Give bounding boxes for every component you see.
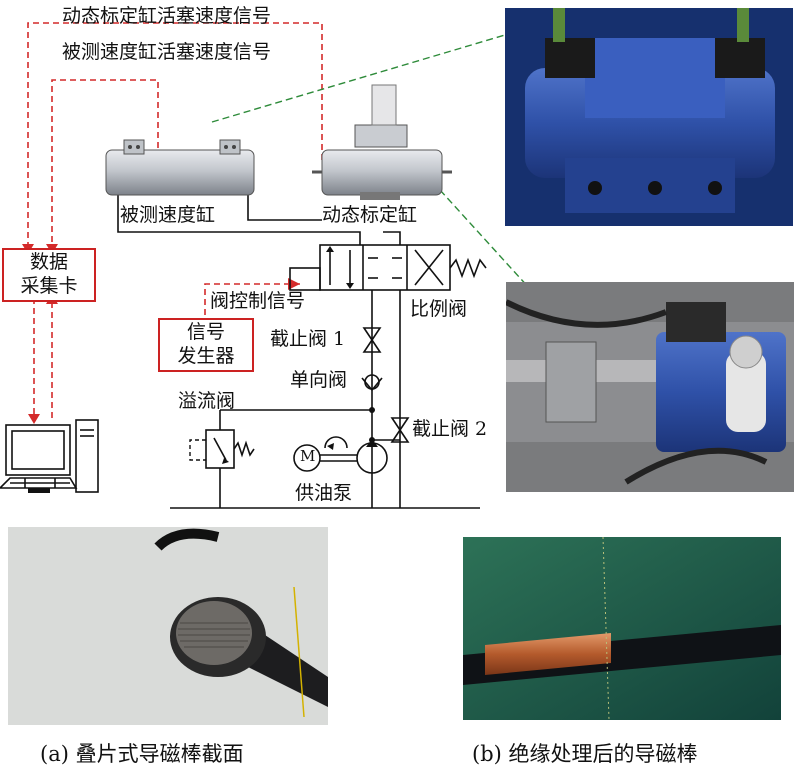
- proportional-valve-label: 比例阀: [410, 298, 468, 320]
- signal-generator-line2: 发生器: [177, 345, 235, 367]
- motor-label: M: [300, 447, 316, 465]
- measured-signal-line: [51, 79, 159, 248]
- measured-cylinder-drawing: [105, 139, 255, 196]
- valve-arrowheads: [326, 246, 354, 289]
- calibration-cylinder-drawing: [312, 84, 452, 200]
- caption-a: (a) 叠片式导磁棒截面: [40, 742, 244, 766]
- measured-piston-signal-label: 被测速度缸活塞速度信号: [62, 41, 272, 63]
- proportional-valve-symbol: [289, 244, 487, 291]
- daq-card-box: 数据 采集卡: [2, 248, 96, 302]
- laminated-rod-photo: [8, 527, 328, 725]
- relief-valve-label: 溢流阀: [178, 390, 236, 412]
- pump-arrow: [366, 439, 378, 447]
- valve-signal-line: [204, 283, 300, 316]
- daq-card-line1: 数据: [29, 251, 68, 273]
- calibration-cylinder-label: 动态标定缸: [322, 204, 418, 226]
- stop-valve-1-symbol: [362, 327, 382, 353]
- insulated-rod-photo: [463, 537, 781, 720]
- relief-pilot-line: [189, 439, 206, 461]
- hydraulic-lines: [117, 195, 480, 509]
- check-valve-symbol: [361, 374, 383, 392]
- leader-lines: [211, 34, 541, 301]
- stop-valve-1-label: 截止阀 1: [270, 328, 346, 350]
- stop-valve-2-symbol: [390, 417, 410, 443]
- daq-card-line2: 采集卡: [20, 275, 78, 297]
- measured-cylinder-label: 被测速度缸: [120, 204, 216, 226]
- test-bench-photo: [506, 282, 794, 492]
- signal-generator-line1: 信号: [186, 321, 225, 343]
- supply-pump-label: 供油泵: [295, 482, 353, 504]
- valve-control-signal-label: 阀控制信号: [210, 290, 306, 312]
- stop-valve-2-label: 截止阀 2: [412, 418, 488, 440]
- computer-icon: [0, 419, 99, 493]
- relief-valve-symbol: [205, 429, 255, 469]
- dynamic-piston-signal-label: 动态标定缸活塞速度信号: [62, 5, 272, 27]
- signal-generator-box: 信号 发生器: [158, 318, 254, 372]
- calibration-cylinder-photo: [505, 8, 793, 226]
- signal-lines: [27, 22, 323, 418]
- caption-b: (b) 绝缘处理后的导磁棒: [472, 742, 698, 766]
- check-valve-label: 单向阀: [290, 369, 348, 391]
- dynamic-signal-line: [27, 22, 323, 248]
